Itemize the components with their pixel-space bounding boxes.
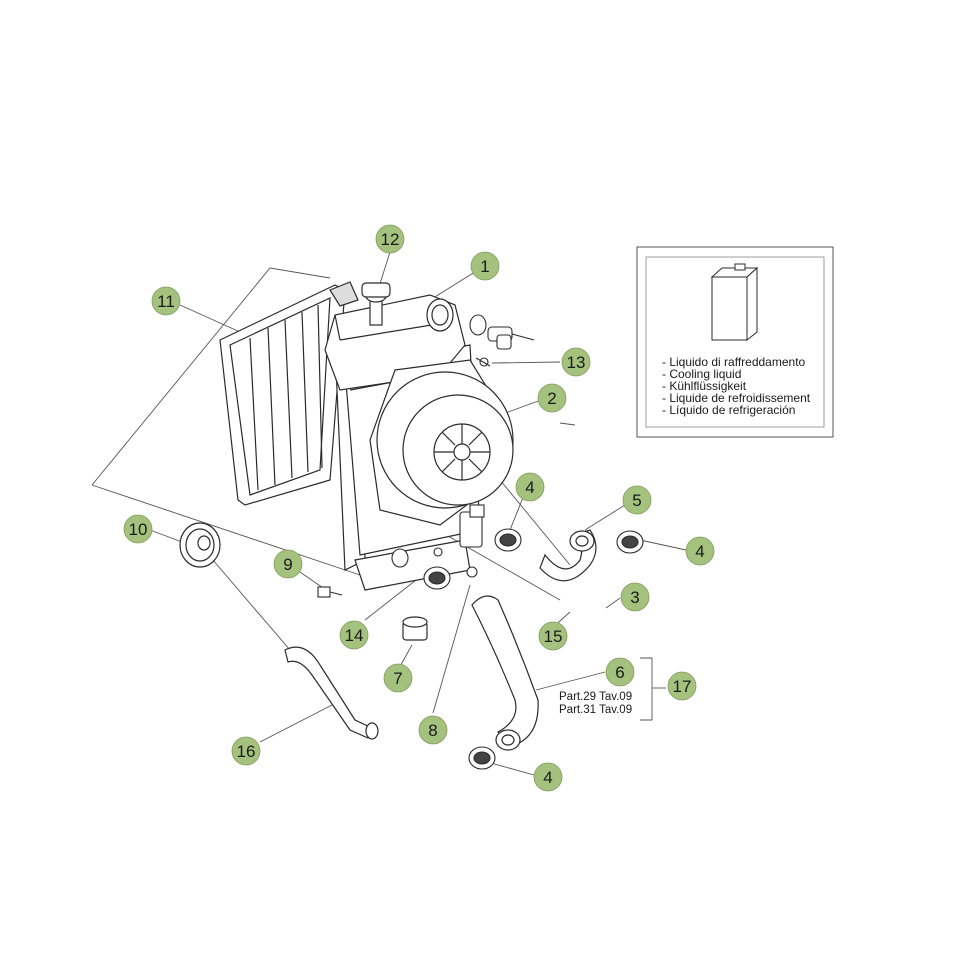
callout-13: 13 (561, 347, 591, 377)
callout-number: 5 (632, 491, 641, 510)
callout-bubble (470, 251, 500, 281)
screw-13 (475, 357, 491, 367)
callout-bubble (622, 485, 652, 515)
hose-5 (539, 529, 597, 582)
radiator-grille (219, 284, 346, 506)
callout-bubble (620, 582, 650, 612)
callout-2: 2 (537, 383, 567, 413)
callout-bubble (538, 621, 568, 651)
callout-4: 4 (685, 536, 715, 566)
legend-box: - Liquido di raffreddamento - Cooling li… (636, 246, 834, 438)
callout-number: 14 (345, 626, 364, 645)
callout-bubble (151, 286, 181, 316)
rubber-mount (402, 616, 428, 641)
callout-number: 7 (393, 669, 402, 688)
callout-14: 14 (339, 620, 369, 650)
callout-12: 12 (375, 224, 405, 254)
callout-bubble (605, 657, 635, 687)
callout-number: 4 (695, 542, 704, 561)
hose-6 (471, 595, 539, 751)
callout-number: 2 (547, 389, 556, 408)
callout-number: 17 (673, 677, 692, 696)
callout-bubble (375, 224, 405, 254)
callout-10: 10 (123, 514, 153, 544)
callout-number: 4 (525, 478, 534, 497)
bolt-9 (317, 586, 343, 598)
callout-number: 9 (283, 555, 292, 574)
callout-15: 15 (538, 621, 568, 651)
coolant-bottle-icon (710, 263, 759, 342)
callout-number: 11 (157, 292, 175, 311)
callout-6: 6 (605, 657, 635, 687)
callout-bubble (537, 383, 567, 413)
callout-16: 16 (231, 736, 261, 766)
legend-line-3: - Kühlflüssigkeit (662, 379, 747, 393)
callout-number: 16 (237, 742, 256, 761)
callout-11: 11 (151, 286, 181, 316)
hose-16 (284, 646, 379, 740)
part-ref-1: Part.29 Tav.09 (559, 691, 632, 703)
callout-number: 12 (381, 230, 400, 249)
fan-motor-connector (459, 504, 485, 548)
callout-number: 4 (543, 768, 552, 787)
cooling-fan (369, 359, 514, 526)
callout-7: 7 (383, 663, 413, 693)
callout-9: 9 (273, 549, 303, 579)
callout-number: 6 (615, 663, 624, 682)
callout-bubble (418, 715, 448, 745)
callout-bubble (561, 347, 591, 377)
drain-fitting (391, 547, 443, 568)
callout-bubble (273, 549, 303, 579)
thermal-switch (469, 314, 535, 350)
legend-line-4: - Liquide de refroidissement (662, 391, 811, 405)
callout-bubble (383, 663, 413, 693)
callout-3: 3 (620, 582, 650, 612)
callout-1: 1 (470, 251, 500, 281)
callout-4: 4 (533, 762, 563, 792)
callout-bubble (231, 736, 261, 766)
callout-number: 15 (544, 627, 563, 646)
callout-bubble (515, 472, 545, 502)
filler-cap (179, 522, 221, 568)
callout-8: 8 (418, 715, 448, 745)
callout-number: 10 (129, 520, 148, 539)
callout-number: 1 (480, 257, 489, 276)
callout-bubble (685, 536, 715, 566)
callout-bubble (667, 671, 697, 701)
bolt-8 (466, 566, 478, 578)
callout-5: 5 (622, 485, 652, 515)
part-ref-2: Part.31 Tav.09 (559, 704, 632, 716)
callout-bubble (533, 762, 563, 792)
callout-bubble (123, 514, 153, 544)
callout-number: 3 (630, 588, 639, 607)
legend-line-2: - Cooling liquid (662, 367, 741, 381)
callout-bubble (339, 620, 369, 650)
callout-number: 13 (567, 353, 586, 372)
hose-clamp (423, 528, 644, 770)
callout-number: 8 (428, 721, 437, 740)
legend-line-1: - Liquido di raffreddamento (662, 355, 806, 369)
callout-4: 4 (515, 472, 545, 502)
legend-line-5: - Líquido de refrigeración (662, 403, 795, 417)
callout-17: 17 (667, 671, 697, 701)
